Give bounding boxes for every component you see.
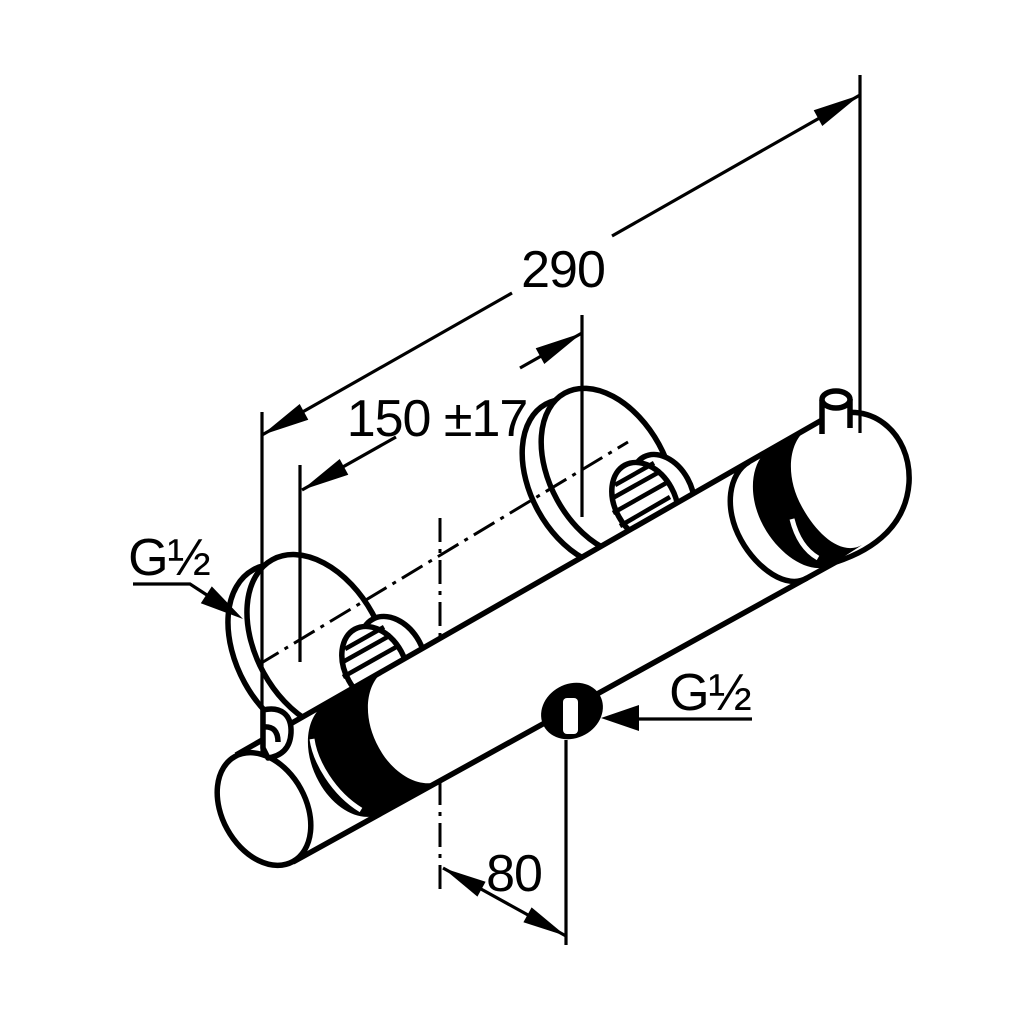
arrowhead: [200, 586, 243, 619]
connection-axis-centerline: [257, 440, 629, 667]
arrowhead: [262, 404, 309, 435]
left-end-cap: [214, 749, 314, 869]
dimensioning: 290 150 ±17 80 G½ G½: [128, 75, 862, 945]
wall-thread-label: G½: [128, 529, 210, 587]
arrowhead: [302, 459, 349, 490]
top-port: [819, 388, 853, 434]
outlet-slot: [563, 698, 578, 734]
connection-spacing-dimension-label: 150 ±17: [347, 390, 528, 448]
shower-outlet-nipple: [541, 682, 603, 740]
arrowhead: [523, 907, 566, 936]
dimension-80: [442, 866, 567, 938]
top-port-cap: [819, 388, 853, 411]
leader-outlet-thread: [601, 705, 752, 731]
overall-width-dimension-label: 290: [521, 241, 605, 299]
body-outline: [234, 409, 912, 865]
arrowhead: [535, 333, 582, 364]
upper-union-nut-knurling: [609, 461, 672, 528]
dimension-150: [301, 331, 583, 492]
dimension-290: [261, 93, 861, 437]
arrowhead: [443, 868, 486, 897]
left-wall-elbow: [260, 706, 294, 761]
temperature-handle-rings: [727, 428, 862, 585]
outlet-thread-label: G½: [669, 664, 751, 722]
body-fill: [236, 412, 910, 862]
leader-wall-thread: [133, 582, 243, 619]
left-grip-ring: [307, 670, 444, 817]
arrowhead: [601, 705, 639, 731]
outlet-offset-dimension-label: 80: [486, 845, 542, 903]
arrowhead: [813, 95, 860, 126]
mixer-body: [214, 388, 912, 869]
